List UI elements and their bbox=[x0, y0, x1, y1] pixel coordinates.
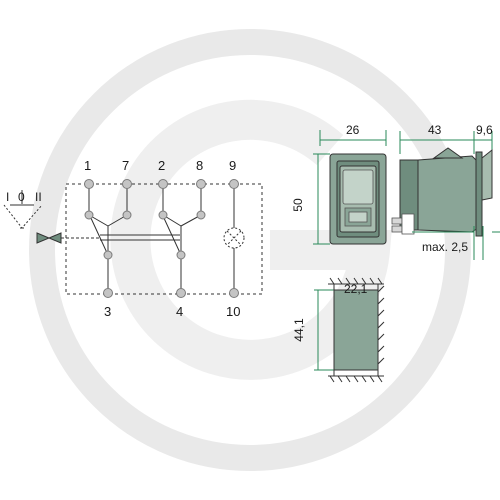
terminal-label-3: 3 bbox=[104, 304, 111, 319]
contact-8 bbox=[196, 210, 206, 220]
terminal-7 bbox=[122, 179, 132, 189]
terminal-3 bbox=[103, 288, 113, 298]
terminal-label-4: 4 bbox=[176, 304, 183, 319]
terminal-4 bbox=[176, 288, 186, 298]
side-depth-dim: 43 bbox=[428, 123, 442, 137]
terminal-label-10: 10 bbox=[226, 304, 240, 319]
terminal-1 bbox=[84, 179, 94, 189]
logo-g-watermark bbox=[29, 29, 471, 471]
panel-cutout bbox=[314, 277, 385, 383]
switch-position-symbol bbox=[3, 190, 43, 229]
side-view bbox=[391, 131, 500, 260]
contact-7 bbox=[122, 210, 132, 220]
terminal-8 bbox=[196, 179, 206, 189]
terminal-label-7: 7 bbox=[122, 158, 129, 173]
terminal-2 bbox=[158, 179, 168, 189]
switch-pos-left: I bbox=[6, 190, 9, 204]
panel-thickness-dim: max. 2,5 bbox=[422, 240, 468, 254]
terminal-9 bbox=[229, 179, 239, 189]
terminal-10 bbox=[229, 288, 239, 298]
front-height-dim: 50 bbox=[291, 198, 305, 212]
front-width-dim: 26 bbox=[346, 123, 360, 137]
contact-3 bbox=[103, 250, 113, 260]
contact-1 bbox=[84, 210, 94, 220]
front-view bbox=[313, 130, 387, 245]
terminal-label-8: 8 bbox=[196, 158, 203, 173]
switch-pos-center: 0 bbox=[18, 190, 25, 204]
actuator-icon bbox=[36, 232, 180, 244]
switch-pos-right: II bbox=[35, 190, 42, 204]
circuit-schematic bbox=[65, 179, 263, 298]
terminal-label-2: 2 bbox=[158, 158, 165, 173]
side-rocker-dim: 9,6 bbox=[476, 123, 493, 137]
terminal-label-9: 9 bbox=[229, 158, 236, 173]
cutout-width-dim: 22,1 bbox=[344, 282, 368, 296]
lamp-icon bbox=[223, 227, 245, 249]
contact-2 bbox=[158, 210, 168, 220]
terminal-label-1: 1 bbox=[84, 158, 91, 173]
contact-4 bbox=[176, 250, 186, 260]
cutout-height-dim: 44,1 bbox=[292, 318, 306, 342]
